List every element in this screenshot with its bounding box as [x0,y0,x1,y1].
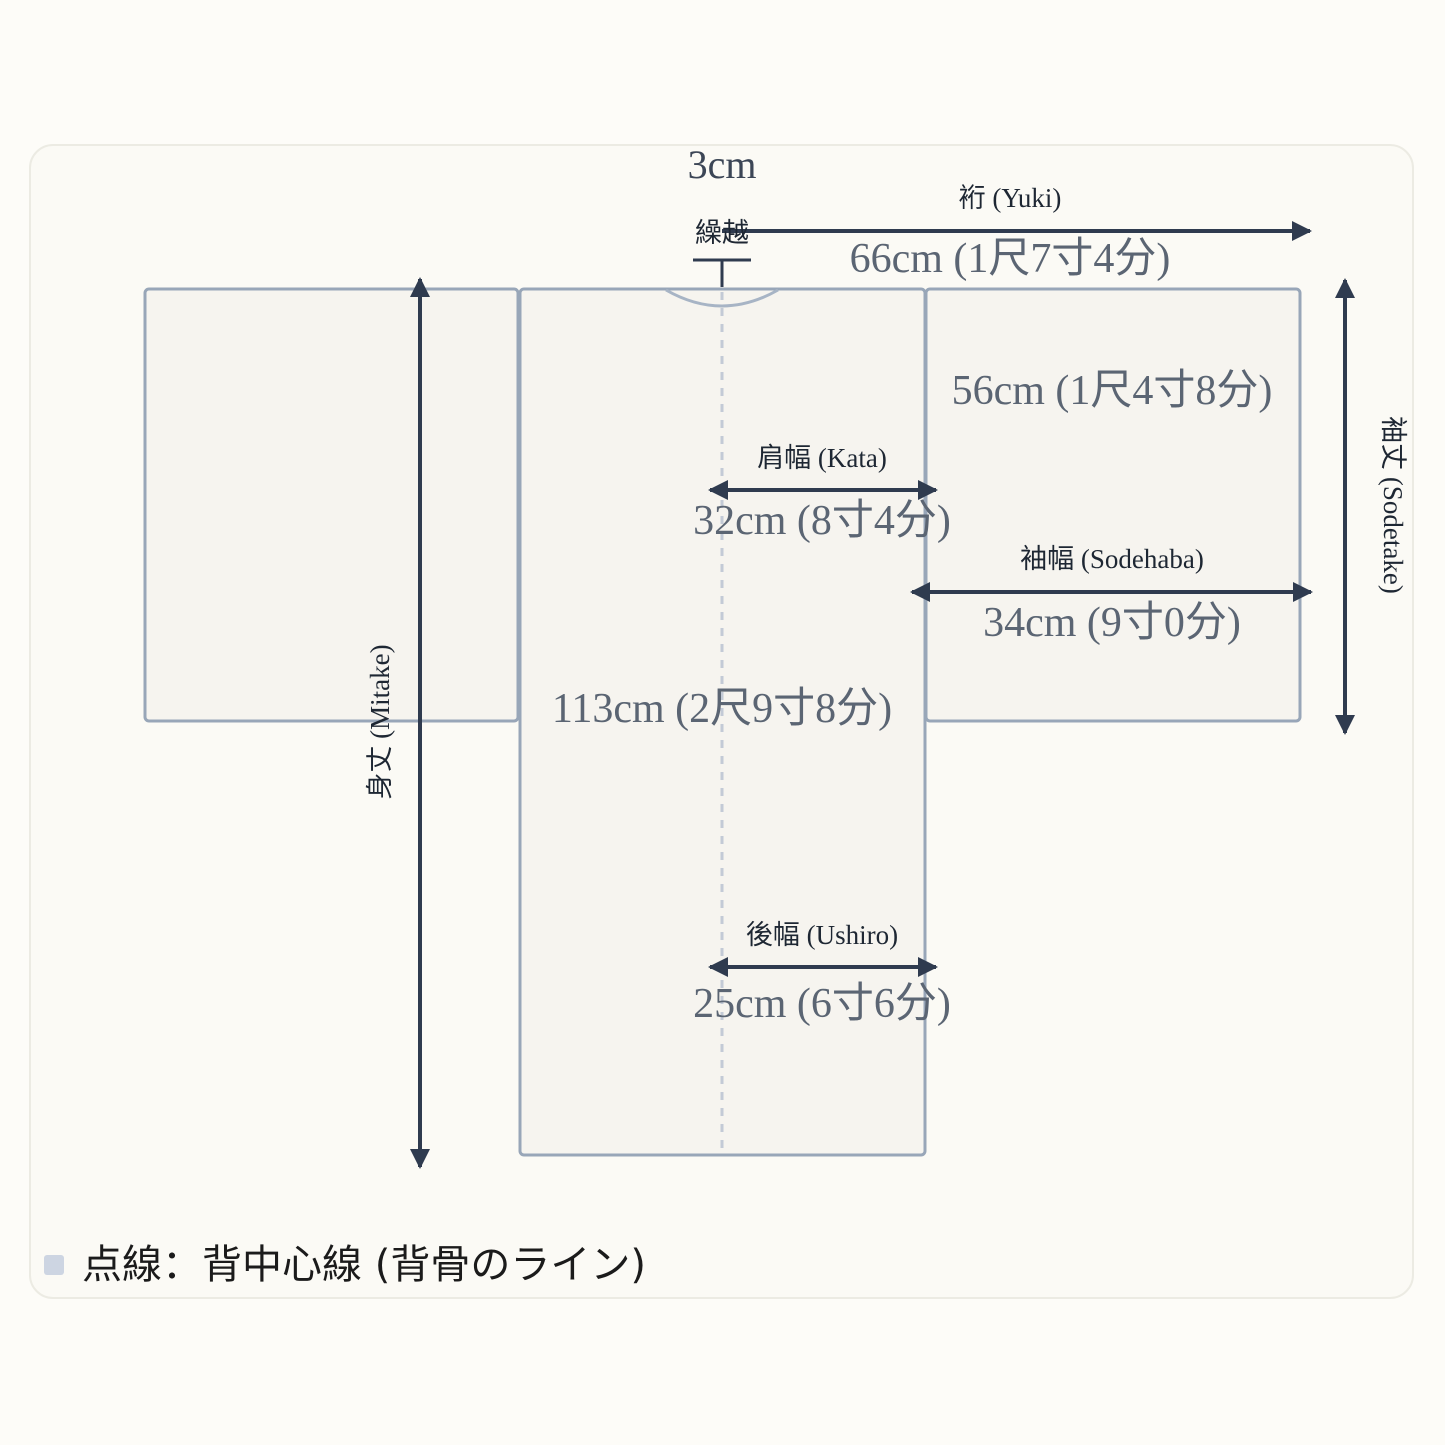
legend: 点線：背中心線 (背骨のライン) [44,1232,646,1290]
yuki-value: 66cm (1尺7寸4分) [850,236,1171,282]
sodehaba-value: 34cm (9寸0分) [983,600,1241,646]
legend-swatch [44,1255,64,1275]
sodehaba-label: 袖幅 (Sodehaba) [1020,544,1204,574]
mitake-label: 身丈 (Mitake) [365,644,395,799]
collar-value: 3cm [688,142,757,187]
ushiro-value: 25cm (6寸6分) [693,981,951,1027]
yuki-label: 裄 (Yuki) [959,183,1062,213]
legend-text: 点線：背中心線 (背骨のライン) [82,1242,646,1288]
mitake-value: 113cm (2尺9寸8分) [552,686,892,732]
collar-curve [665,288,779,308]
sodetake-label: 袖丈 (Sodetake) [1378,416,1408,594]
kata-value: 32cm (8寸4分) [693,498,951,544]
sodetake-value: 56cm (1尺4寸8分) [952,368,1273,414]
left-sleeve [143,287,520,723]
right-sleeve [924,287,1302,723]
collar-label: 繰越 [695,218,749,248]
kata-label: 肩幅 (Kata) [757,443,887,473]
body-panel [518,287,927,1157]
ushiro-label: 後幅 (Ushiro) [746,920,898,950]
